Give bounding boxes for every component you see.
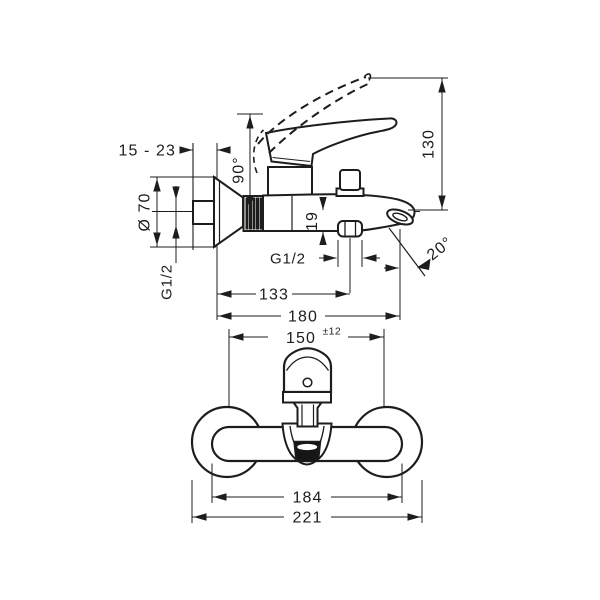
aerator-side — [386, 208, 414, 226]
dim-overall-width: 221 — [191, 480, 423, 527]
handle-screw-hole — [302, 377, 313, 388]
handle-base-band — [282, 391, 332, 404]
dim-connection-centers-label: 150 — [286, 330, 316, 347]
dim-overall-width-label: 221 — [293, 510, 323, 527]
lever-handle-open-dashed — [257, 76, 369, 154]
diverter-knob — [335, 169, 365, 197]
front-view-mixer — [190, 347, 424, 479]
cartridge-housing — [267, 166, 313, 197]
aerator-front-rim — [297, 443, 318, 451]
dim-connection-tolerance-label: ±12 — [323, 326, 342, 338]
dim-wall-to-shower-outlet: 133 — [217, 287, 350, 304]
dim-spout-angle: 20° — [384, 227, 456, 277]
dim-shower-outlet-thread: G1/2 — [270, 238, 380, 293]
dim-body-width: 184 — [211, 463, 403, 507]
dim-wall-depth-label: 15 - 23 — [118, 143, 176, 160]
dim-outlet-drop: 19 — [304, 197, 327, 245]
dim-wall-depth: 15 - 23 — [118, 143, 231, 160]
dim-inlet-thread-label: G1/2 — [159, 264, 176, 300]
supply-pipe-stub — [192, 200, 215, 225]
dim-inlet-thread: G1/2 — [159, 186, 180, 300]
spout-outline — [262, 193, 416, 232]
dim-shower-outlet-thread-label: G1/2 — [270, 251, 306, 268]
dim-connection-centers: 150 ±12 — [228, 326, 385, 441]
handle-tip-curl — [363, 73, 372, 81]
escutcheon-cone — [213, 175, 244, 249]
handle-front-inner-arc — [285, 356, 330, 371]
lever-handle-outline — [264, 117, 398, 168]
dim-handle-swing-label: 90° — [231, 156, 248, 184]
handle-swing-arc-dashed — [252, 129, 265, 174]
union-nut-threaded — [242, 195, 264, 232]
dim-body-width-label: 184 — [293, 490, 323, 507]
front-view-dimensions: 184 221 — [191, 463, 423, 527]
dim-overall-height-label: 130 — [421, 129, 438, 159]
handle-front-dome — [282, 347, 333, 394]
shower-outlet-fitting — [337, 220, 363, 238]
dim-wall-to-spout-tip: 180 — [217, 229, 401, 326]
dim-wall-to-spout-tip-label: 180 — [288, 309, 318, 326]
handle-cap-seam — [272, 156, 311, 163]
dim-outlet-drop-label: 19 — [304, 211, 321, 231]
dim-wall-to-shower-outlet-label: 133 — [259, 287, 289, 304]
dim-overall-height: 130 — [368, 77, 448, 211]
dim-escutcheon-diameter: Ø 70 — [137, 176, 216, 248]
dim-escutcheon-diameter-label: Ø 70 — [137, 192, 154, 231]
side-view-mixer — [152, 73, 420, 320]
dim-handle-swing: 90° — [231, 113, 263, 210]
handle-stem — [291, 401, 324, 428]
